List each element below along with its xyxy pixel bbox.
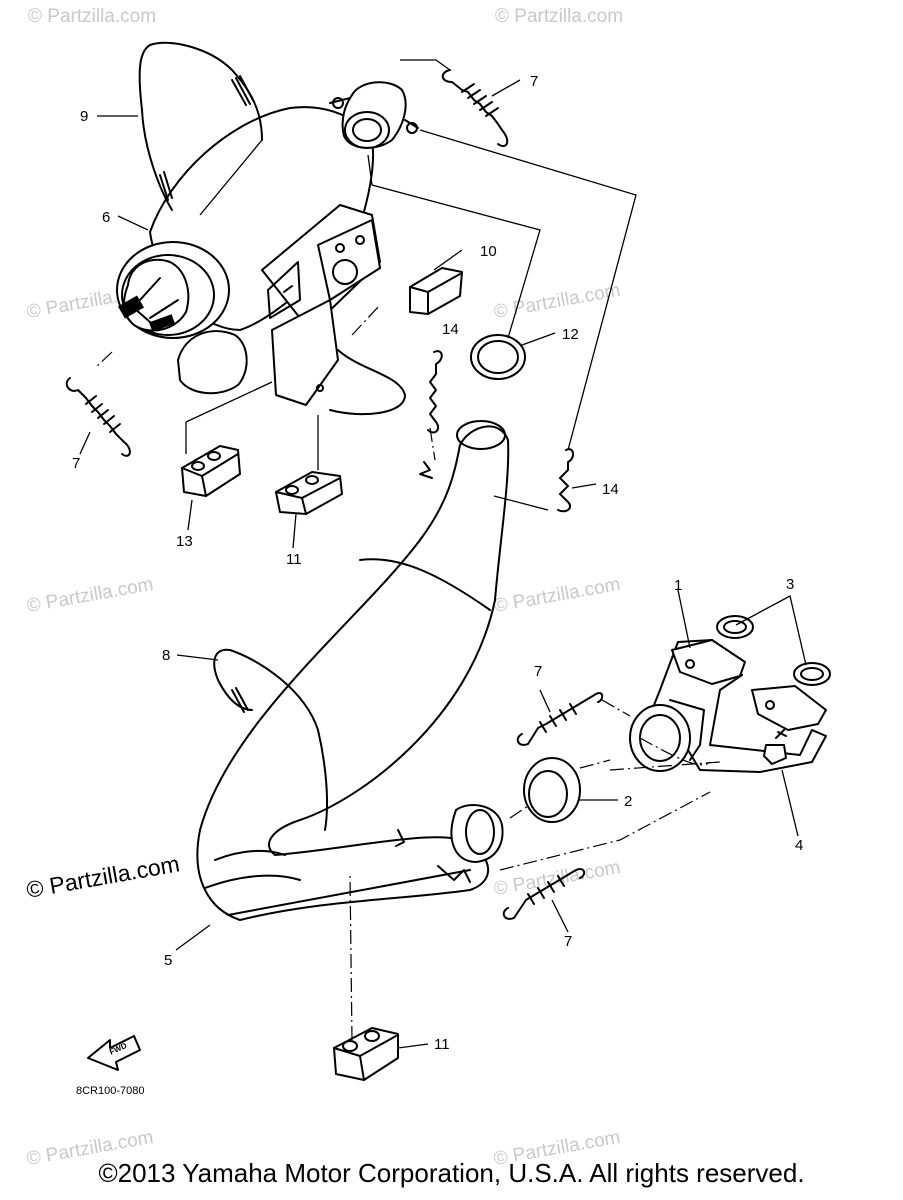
callout-12: 12 [562, 326, 579, 343]
callout-14-right: 14 [602, 481, 619, 498]
callout-13: 13 [176, 533, 193, 550]
callout-14-left: 14 [442, 321, 459, 338]
fwd-arrow-icon: FWD [87, 1035, 141, 1071]
stay-8-drawing [213, 648, 329, 831]
leader-lines [79, 79, 807, 1049]
callout-7-bottom: 7 [564, 933, 572, 950]
drawing-code: 8CR100-7080 [76, 1085, 145, 1097]
spring-7-top-drawing [441, 69, 509, 148]
gasket-3-drawing [716, 615, 831, 686]
callout-8: 8 [162, 647, 170, 664]
watermark: © Partzilla.com [28, 6, 156, 27]
spring-7-left-drawing [65, 377, 131, 457]
expansion-chamber-drawing [196, 420, 510, 921]
callout-10: 10 [480, 243, 497, 260]
callout-5: 5 [164, 952, 172, 969]
damper-13-drawing [181, 445, 241, 497]
spring-7-mid-drawing [516, 692, 604, 746]
exhaust-joint-drawing [629, 639, 827, 773]
callout-9: 9 [80, 108, 88, 125]
callout-numbers: 9 6 7 10 12 14 7 14 13 11 1 3 8 7 2 4 5 … [72, 73, 803, 1053]
spring-7-bottom-drawing [502, 868, 586, 920]
watermark: © Partzilla.com [492, 280, 622, 323]
partzilla-watermark: © Partzilla.com [24, 850, 181, 903]
copyright-footer: ©2013 Yamaha Motor Corporation, U.S.A. A… [98, 1158, 805, 1188]
callout-4: 4 [795, 837, 803, 854]
callout-7-left: 7 [72, 455, 80, 472]
watermark: © Partzilla.com [492, 574, 622, 617]
gasket-2-drawing [523, 757, 581, 823]
watermark: © Partzilla.com [492, 857, 622, 900]
damper-11-lower-drawing [333, 1027, 399, 1081]
callout-3: 3 [786, 576, 794, 593]
callout-1: 1 [674, 577, 682, 594]
assembly-lines [94, 59, 721, 1041]
watermark: © Partzilla.com [495, 6, 623, 27]
callout-7-top: 7 [530, 73, 538, 90]
damper-10-drawing [409, 267, 463, 315]
callout-11-lower: 11 [434, 1036, 450, 1053]
damper-11-upper-drawing [275, 471, 343, 515]
bolt-4-drawing [763, 729, 787, 765]
spring-14-right-drawing [557, 448, 574, 513]
callout-2: 2 [624, 793, 632, 810]
callout-7-mid: 7 [534, 663, 542, 680]
watermark: © Partzilla.com [25, 574, 155, 617]
spring-14-left-drawing [427, 350, 443, 434]
o-ring-12-drawing [470, 334, 526, 380]
callout-6: 6 [102, 209, 110, 226]
silencer-drawing [116, 81, 419, 416]
callout-11-upper: 11 [286, 551, 302, 568]
